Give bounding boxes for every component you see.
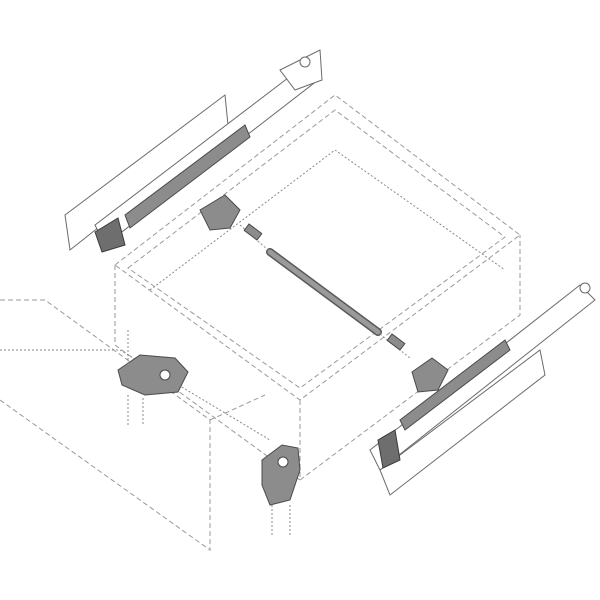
cabinet-panel [0,299,271,551]
locking-device-right [261,444,301,535]
sync-rod [239,223,411,359]
drawer-box [114,94,521,481]
left-drawer-slide [64,49,323,253]
rear-bracket-left [199,194,241,231]
rear-bracket-right [411,357,449,393]
right-drawer-slide [369,282,596,496]
locking-device-left [117,330,189,425]
